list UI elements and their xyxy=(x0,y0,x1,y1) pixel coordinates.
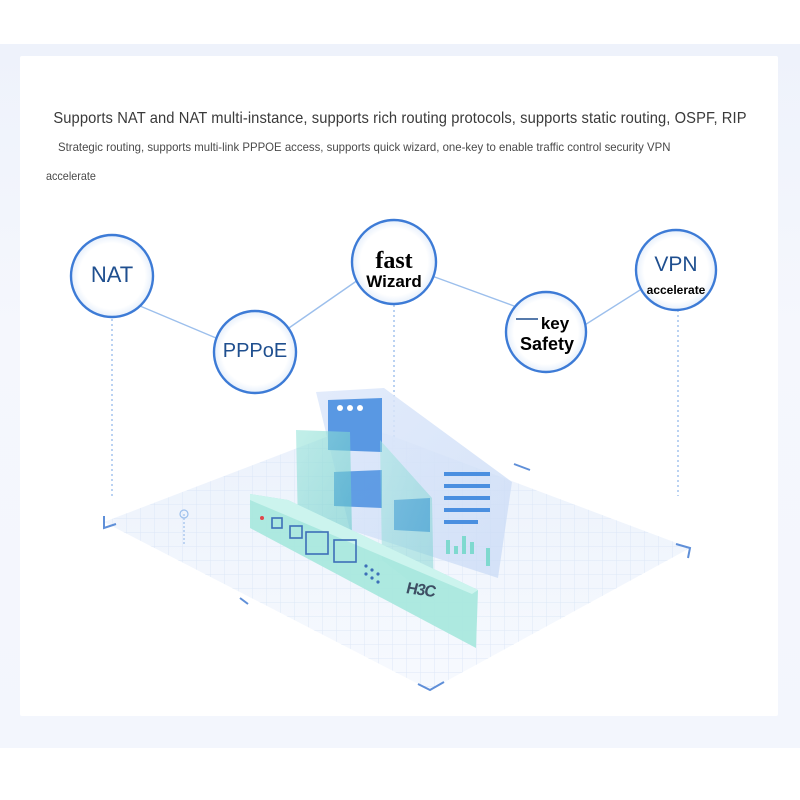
router-device xyxy=(179,494,478,648)
node-safety xyxy=(504,290,588,374)
safety-label-line2: Safety xyxy=(519,334,575,354)
node-pppoe xyxy=(212,309,298,395)
vpn-label-line2: accelerate xyxy=(646,283,706,297)
headline-text: Supports NAT and NAT multi-instance, sup… xyxy=(53,110,747,127)
node-nat xyxy=(69,233,155,319)
background-panel xyxy=(0,44,800,748)
safety-label-line1: key xyxy=(540,314,570,333)
wizard-label-line2: Wizard xyxy=(366,272,422,291)
wizard-label-line1: fast xyxy=(375,248,413,274)
nat-label: NAT xyxy=(90,262,134,287)
vpn-label-line1: VPN xyxy=(654,253,698,276)
connection-lines xyxy=(139,275,641,339)
subline-continued-text: accelerate xyxy=(46,169,96,183)
node-vpn xyxy=(634,228,718,312)
device-brand-logo: H3C xyxy=(404,580,437,601)
pppoe-label: PPPoE xyxy=(222,340,288,362)
node-wizard xyxy=(350,218,438,306)
subline-text: Strategic routing, supports multi-link P… xyxy=(58,140,671,154)
